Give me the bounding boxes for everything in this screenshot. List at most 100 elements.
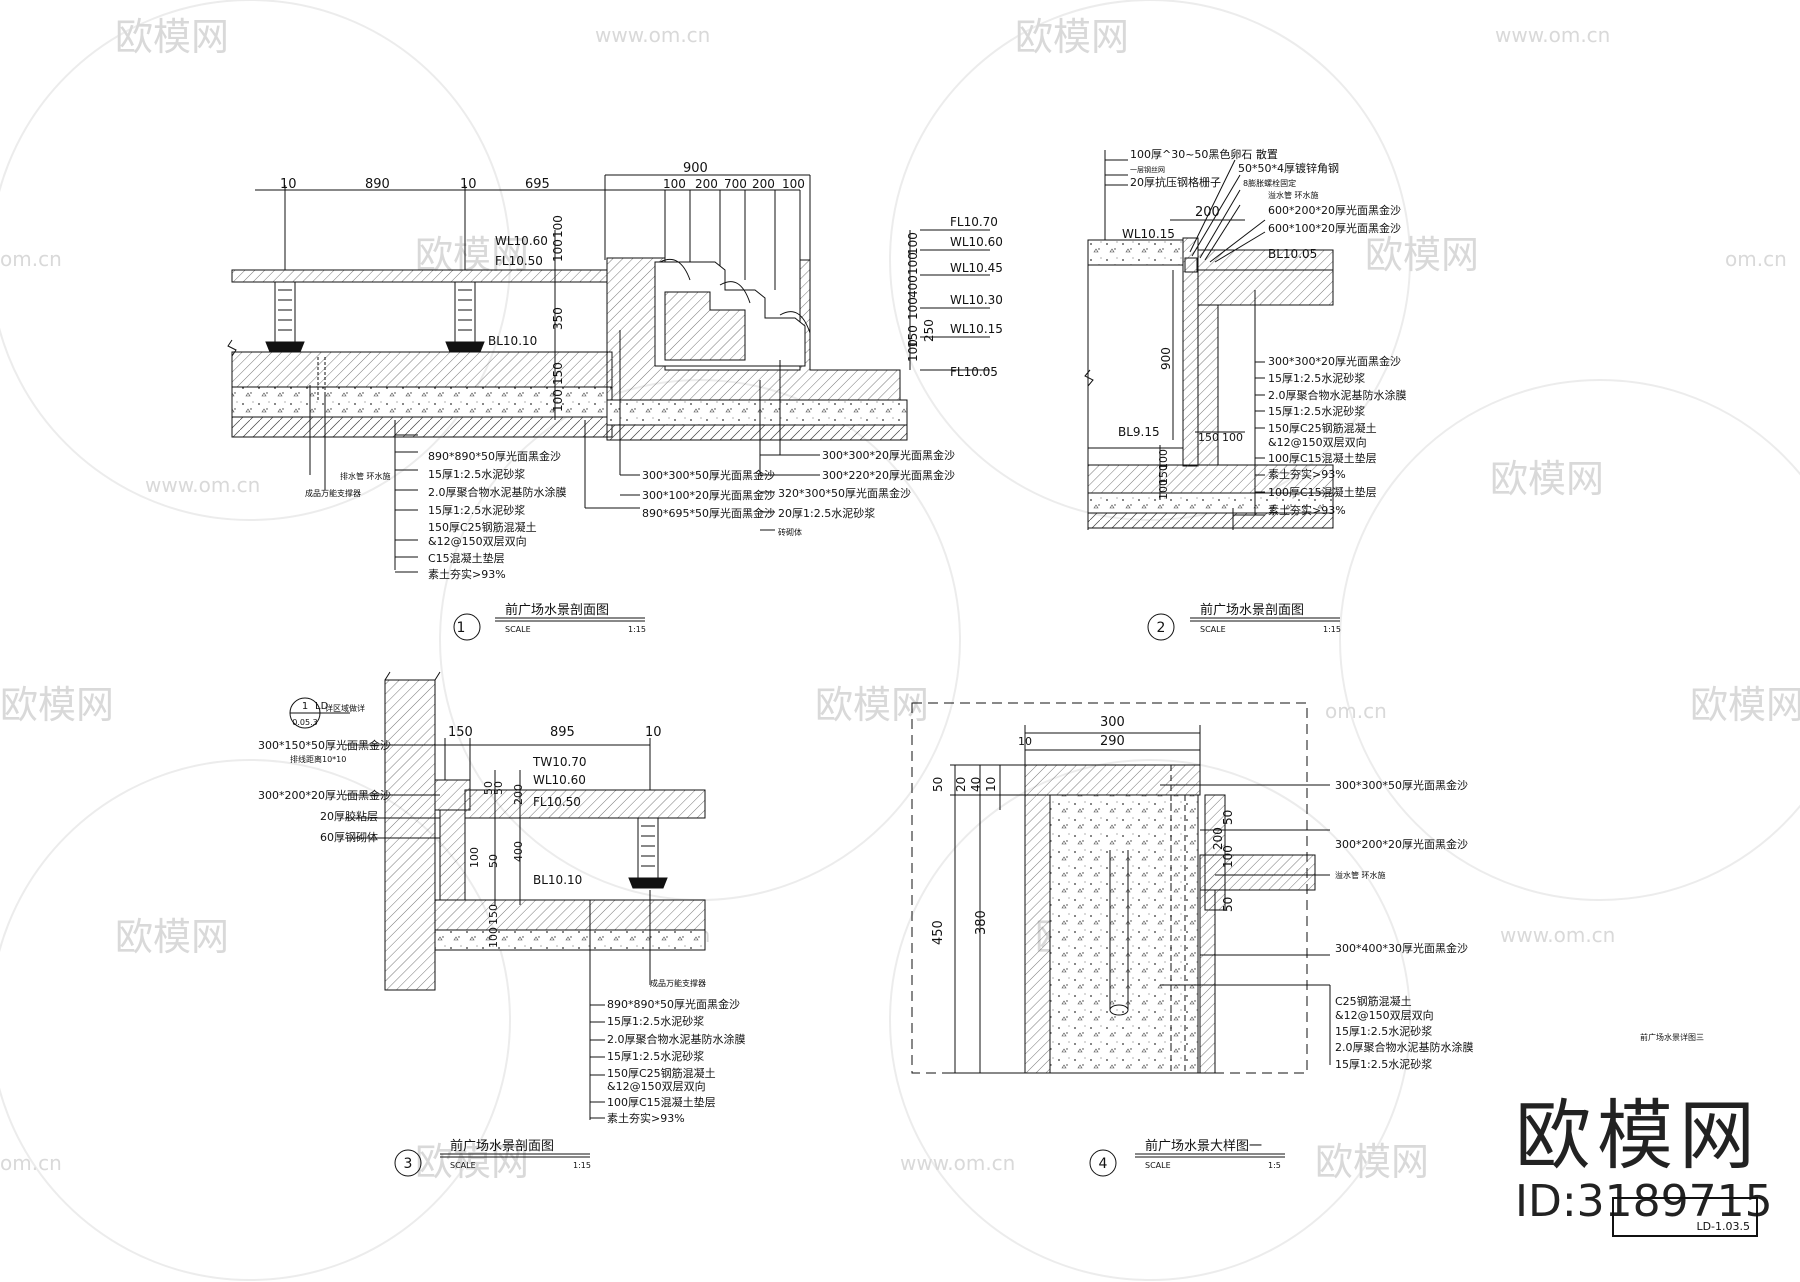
level-tag: BL10.10: [533, 873, 582, 887]
dim-label: 900: [683, 161, 708, 176]
view-4-labels: 300 290 10 50 20 40 10 450 380 50 200 10…: [931, 715, 1474, 1172]
note: &12@150双层双向: [607, 1079, 706, 1093]
watermark-logo: 欧模网: [1490, 457, 1604, 501]
level-tag: WL10.45: [950, 261, 1003, 275]
dim-label: 150: [1157, 464, 1170, 485]
note: 20厚抗压钢格栅子: [1130, 175, 1221, 189]
dim-label: 400: [512, 841, 525, 862]
note: 15厚1:2.5水泥砂浆: [1335, 1057, 1432, 1071]
watermark-logo: 欧模网: [1315, 1140, 1429, 1184]
dim-label: 200: [1211, 827, 1225, 850]
dim-label: 150: [1198, 431, 1219, 444]
dim-label: 100: [906, 232, 920, 255]
watermark-url: www.om.cn: [595, 23, 710, 47]
note: 890*890*50厚光面黑金沙: [607, 997, 740, 1011]
note: 砖砌体: [778, 527, 802, 537]
dim-label: 100: [663, 177, 686, 191]
level-tag: WL10.60: [950, 235, 1003, 249]
dim-label: 50: [492, 781, 505, 795]
dim-label: 100: [782, 177, 805, 191]
watermark-url: om.cn: [1325, 699, 1387, 723]
level-tag: WL10.60: [533, 773, 586, 787]
note: 60厚钢砌体: [320, 830, 378, 844]
note: 320*300*50厚光面黑金沙: [778, 486, 911, 500]
note: 600*200*20厚光面黑金沙: [1268, 203, 1401, 217]
view-3-labels: 1 LD 0.05.3 详区域做详 300*150*50厚光面黑金沙 排线距离1…: [258, 701, 746, 1172]
dim-label: 10: [1018, 735, 1032, 748]
dim-label: 50: [487, 854, 500, 868]
dim-label: 100: [551, 389, 565, 412]
scale-value: 1:5: [1268, 1161, 1281, 1170]
dim-label: 890: [365, 177, 390, 192]
note: 15厚1:2.5水泥砂浆: [428, 503, 525, 517]
watermark-logo: 欧模网: [0, 683, 114, 727]
note: 15厚1:2.5水泥砂浆: [1268, 371, 1365, 385]
note: 排线距离10*10: [290, 754, 346, 764]
note: 50*50*4厚镀锌角钢: [1238, 161, 1339, 175]
note: 150厚C25钢筋混凝土: [428, 520, 537, 534]
note: 成品万能支撑器: [650, 978, 706, 988]
dim-label: 400: [906, 275, 920, 298]
note: 15厚1:2.5水泥砂浆: [428, 467, 525, 481]
dim-label: 100: [1221, 845, 1235, 868]
watermark-url: www.om.cn: [145, 473, 260, 497]
note: 600*100*20厚光面黑金沙: [1268, 221, 1401, 235]
dim-label: 900: [1159, 347, 1173, 370]
scale-value: 1:15: [573, 1161, 591, 1170]
level-tag: WL10.15: [1122, 227, 1175, 241]
dim-label: 100: [468, 847, 481, 868]
watermark-url: www.om.cn: [1495, 23, 1610, 47]
dim-label: 100: [487, 927, 500, 948]
scale-value: 1:15: [1323, 625, 1341, 634]
dim-label: 100: [551, 239, 565, 262]
note: 100厚C15混凝土垫层: [1268, 451, 1377, 465]
dim-label: 100: [906, 297, 920, 320]
dim-label: 150: [906, 325, 920, 348]
watermark-url: om.cn: [0, 1151, 62, 1175]
dim-label: 100: [1157, 479, 1170, 500]
view-title: 前广场水景剖面图: [1200, 602, 1304, 618]
note: 15厚1:2.5水泥砂浆: [1268, 404, 1365, 418]
note: 15厚1:2.5水泥砂浆: [1335, 1024, 1432, 1038]
note: 2.0厚聚合物水泥基防水涂膜: [1335, 1040, 1474, 1054]
level-tag: FL10.05: [950, 365, 998, 379]
note: 300*150*50厚光面黑金沙: [258, 738, 391, 752]
dim-label: 150: [487, 904, 500, 925]
dim-label: 200: [512, 784, 525, 805]
view-2-labels: 100厚^30~50黑色卵石 散置 一层钢丝网 20厚抗压钢格栅子 50*50*…: [1118, 147, 1407, 636]
sheet-number: LD-1.03.5: [1696, 1220, 1750, 1233]
note: 15厚1:2.5水泥砂浆: [607, 1049, 704, 1063]
dim-label: 100: [1222, 431, 1243, 444]
watermark-url: om.cn: [0, 247, 62, 271]
note: 2.0厚聚合物水泥基防水涂膜: [607, 1032, 746, 1046]
dim-label: 100: [906, 339, 920, 362]
watermark-logo: 欧模网: [1015, 15, 1129, 59]
dim-label: 450: [931, 920, 946, 945]
note: 890*695*50厚光面黑金沙: [642, 506, 775, 520]
note: C15混凝土垫层: [428, 551, 505, 565]
note: 素土夯实>93%: [1268, 467, 1346, 481]
note: 溢水管 环水施: [1335, 870, 1386, 880]
note: 15厚1:2.5水泥砂浆: [607, 1014, 704, 1028]
dim-label: 380: [974, 910, 989, 935]
view-number: 3: [404, 1156, 413, 1172]
dim-label: 50: [1221, 897, 1235, 912]
note: 890*890*50厚光面黑金沙: [428, 449, 561, 463]
view-title: 前广场水景剖面图: [450, 1138, 554, 1154]
watermark-url: www.om.cn: [900, 1151, 1015, 1175]
note: 20厚1:2.5水泥砂浆: [778, 506, 875, 520]
level-tag: WL10.15: [950, 322, 1003, 336]
view-title: 前广场水景大样图一: [1145, 1138, 1262, 1154]
dim-label: 300: [1100, 715, 1125, 730]
note: 300*100*20厚光面黑金沙: [642, 488, 775, 502]
scale-label: SCALE: [1200, 625, 1226, 634]
note: C25钢筋混凝土: [1335, 994, 1412, 1008]
sheet-number-box: LD-1.03.5: [1612, 1197, 1758, 1237]
view-number: 2: [1157, 620, 1166, 636]
dim-label: 895: [550, 725, 575, 740]
note: 素土夯实>93%: [428, 567, 506, 581]
scale-label: SCALE: [450, 1161, 476, 1170]
dim-label: 10: [984, 777, 998, 792]
ref-sheet-no: 0.05.3: [292, 718, 317, 727]
